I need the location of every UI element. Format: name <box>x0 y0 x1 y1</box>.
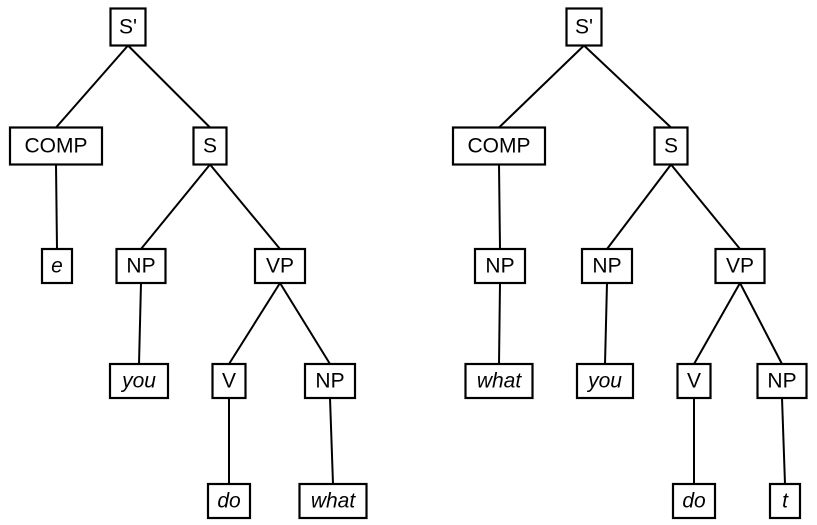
node-l-s[interactable]: S <box>192 126 228 166</box>
branch-R-S-to-R-VP <box>670 163 741 250</box>
node-box-r-v <box>676 362 712 400</box>
branch-L-NP2-to-L-what <box>329 397 334 485</box>
node-box-r-vp <box>714 247 766 285</box>
node-r-v[interactable]: V <box>676 362 712 400</box>
branch-L-VP-to-L-NP2 <box>279 282 331 365</box>
node-l-vp[interactable]: VP <box>253 247 307 285</box>
node-box-r-np0 <box>473 247 527 285</box>
node-box-l-vp <box>253 247 307 285</box>
node-r-s[interactable]: S <box>653 126 689 166</box>
node-r-what[interactable]: what <box>464 362 534 400</box>
node-label-r-sbar: S' <box>575 16 593 39</box>
node-box-l-do <box>206 482 252 520</box>
node-label-r-do: do <box>682 490 706 513</box>
node-box-r-s <box>653 126 689 166</box>
branch-R-VP-to-R-NP2 <box>739 282 783 365</box>
node-box-l-np2 <box>303 362 357 400</box>
node-l-do[interactable]: do <box>206 482 252 520</box>
node-r-vp[interactable]: VP <box>714 247 766 285</box>
node-l-e[interactable]: e <box>40 247 74 285</box>
node-r-t[interactable]: t <box>768 482 802 520</box>
node-label-l-sbar: S' <box>119 16 137 39</box>
branch-L-VP-to-L-V <box>228 282 281 365</box>
branch-R-NP0-to-R-what <box>498 282 501 365</box>
node-box-r-comp <box>451 126 547 166</box>
node-box-r-you <box>575 362 635 400</box>
node-box-l-s <box>192 126 228 166</box>
node-box-r-what <box>464 362 534 400</box>
node-r-comp[interactable]: COMP <box>451 126 547 166</box>
node-box-l-comp <box>8 126 104 166</box>
node-label-r-np2: NP <box>767 370 796 393</box>
node-label-l-v: V <box>222 370 236 393</box>
node-box-l-e <box>40 247 74 285</box>
node-label-r-comp: COMP <box>468 135 531 158</box>
branch-L-COMP-to-L-e <box>55 164 58 250</box>
node-label-r-v: V <box>687 370 701 393</box>
branch-lines-layer <box>55 44 786 485</box>
branch-R-S-to-R-NP1 <box>606 163 672 250</box>
node-label-r-what: what <box>477 370 523 393</box>
node-r-np1[interactable]: NP <box>580 247 634 285</box>
node-label-r-t: t <box>782 490 789 513</box>
branch-R-VP-to-R-V <box>693 282 741 365</box>
tree-right-tree-nodes: S' COMP S NP NP VP what you V NP do t <box>451 7 808 520</box>
node-label-l-s: S <box>203 135 217 158</box>
branch-R-Sbar-to-R-S <box>583 44 672 129</box>
node-l-sbar[interactable]: S' <box>109 7 147 47</box>
node-r-you[interactable]: you <box>575 362 635 400</box>
node-box-l-you <box>108 362 170 400</box>
node-l-np2[interactable]: NP <box>303 362 357 400</box>
node-box-r-sbar <box>565 7 603 47</box>
node-l-you[interactable]: you <box>108 362 170 400</box>
branch-L-NP1-to-L-you <box>138 282 142 365</box>
node-label-r-s: S <box>664 135 678 158</box>
node-box-r-np1 <box>580 247 634 285</box>
tree-left-tree-edges <box>55 44 334 485</box>
branch-L-Sbar-to-L-COMP <box>55 44 129 129</box>
node-l-np1[interactable]: NP <box>115 247 167 285</box>
node-box-l-sbar <box>109 7 147 47</box>
node-r-sbar[interactable]: S' <box>565 7 603 47</box>
branch-R-Sbar-to-R-COMP <box>498 44 585 129</box>
node-label-l-np2: NP <box>315 370 344 393</box>
branch-R-NP2-to-R-t <box>781 397 786 485</box>
branch-R-NP1-to-R-you <box>604 282 608 365</box>
node-label-r-np0: NP <box>485 255 514 278</box>
tree-right-tree-edges <box>498 44 786 485</box>
node-label-l-you: you <box>120 370 156 393</box>
branch-L-S-to-L-NP1 <box>140 163 211 250</box>
node-label-r-vp: VP <box>726 255 754 278</box>
branch-R-COMP-to-R-NP0 <box>498 164 501 250</box>
node-label-l-do: do <box>217 490 241 513</box>
node-label-r-you: you <box>586 370 622 393</box>
node-label-r-np1: NP <box>592 255 621 278</box>
branch-L-S-to-L-VP <box>209 163 281 250</box>
node-label-l-what: what <box>311 490 357 513</box>
node-box-r-t <box>768 482 802 520</box>
node-r-np0[interactable]: NP <box>473 247 527 285</box>
node-label-l-e: e <box>51 255 63 278</box>
node-label-l-np1: NP <box>126 255 155 278</box>
node-r-np2[interactable]: NP <box>756 362 808 400</box>
node-label-l-vp: VP <box>266 255 294 278</box>
node-l-v[interactable]: V <box>211 362 247 400</box>
node-label-l-comp: COMP <box>25 135 88 158</box>
node-box-l-np1 <box>115 247 167 285</box>
node-box-r-np2 <box>756 362 808 400</box>
node-l-comp[interactable]: COMP <box>8 126 104 166</box>
node-l-what[interactable]: what <box>298 482 368 520</box>
node-box-l-what <box>298 482 368 520</box>
branch-L-Sbar-to-L-S <box>127 44 211 129</box>
node-box-l-v <box>211 362 247 400</box>
node-box-r-do <box>671 482 717 520</box>
node-r-do[interactable]: do <box>671 482 717 520</box>
